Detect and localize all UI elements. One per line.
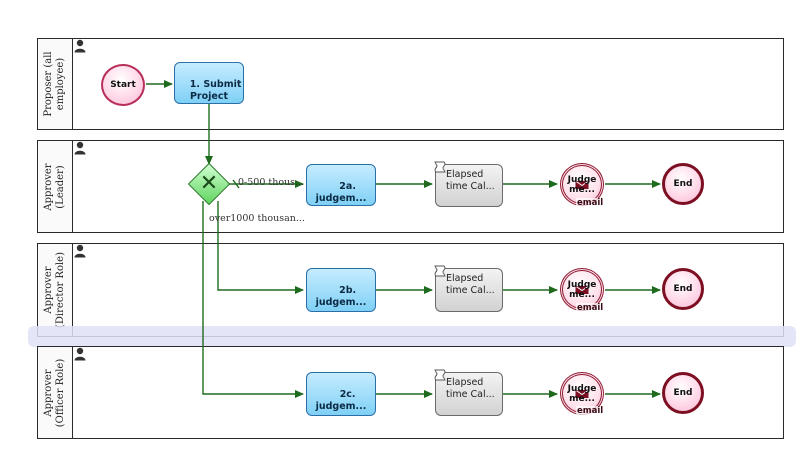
task-label: Elapsed time Cal...: [446, 169, 495, 192]
task-elapsed-time-b[interactable]: Elapsed time Cal...: [434, 265, 503, 312]
task-label: 2b. judgem...: [315, 285, 367, 308]
task-label: 2a. judgem...: [315, 181, 367, 204]
start-event-label: Start: [110, 80, 136, 90]
script-icon: [434, 265, 446, 277]
lane-label-proposer: Proposer (all employee): [43, 51, 66, 117]
end-event-label: End: [673, 388, 693, 398]
lane-header: Proposer (all employee): [38, 39, 73, 129]
lane-proposer[interactable]: Proposer (all employee): [37, 38, 784, 130]
envelope-icon: [575, 180, 589, 190]
task-judgement-2c[interactable]: 2c. judgem...: [306, 372, 376, 416]
task-label: Elapsed time Cal...: [446, 377, 495, 400]
person-icon: [74, 141, 86, 155]
flow-label-leader: 0-500 thous...: [238, 177, 305, 188]
script-icon: [434, 161, 446, 173]
task-submit-project[interactable]: 1. Submit Project: [174, 62, 244, 104]
end-event-label: End: [673, 284, 693, 294]
task-judgement-2a[interactable]: 2a. judgem...: [306, 164, 376, 206]
task-elapsed-time-a[interactable]: Elapsed time Cal...: [434, 161, 503, 207]
flow-label-over: over1000 thousan...: [209, 213, 305, 224]
email-event-label: Judge me...: [567, 174, 597, 195]
task-judgement-2b[interactable]: 2b. judgem...: [306, 268, 376, 312]
start-event[interactable]: Start: [101, 64, 145, 106]
script-icon: [434, 369, 446, 381]
task-label: 1. Submit Project: [189, 79, 242, 102]
person-icon: [74, 347, 86, 361]
end-event-b[interactable]: End: [662, 268, 704, 310]
email-tag: email: [576, 406, 605, 416]
selection-highlight: [28, 326, 796, 347]
email-tag: email: [576, 303, 605, 313]
lane-label-officer: Approver (Officer Role): [43, 358, 66, 427]
task-label: Elapsed time Cal...: [446, 273, 495, 296]
person-icon: [74, 39, 86, 53]
email-event-label: Judge me...: [567, 383, 597, 404]
lane-label-director: Approver (Director Role): [43, 252, 66, 328]
envelope-icon: [575, 285, 589, 295]
person-icon: [74, 244, 86, 258]
lane-header: Approver (Director Role): [38, 244, 73, 336]
end-event-c[interactable]: End: [662, 372, 704, 414]
lane-header: Approver (Leader): [38, 141, 73, 232]
lane-header: Approver (Officer Role): [38, 347, 73, 438]
task-elapsed-time-c[interactable]: Elapsed time Cal...: [434, 369, 503, 416]
email-event-label: Judge me...: [567, 279, 597, 300]
end-event-a[interactable]: End: [662, 163, 704, 205]
envelope-icon: [575, 389, 589, 399]
task-label: 2c. judgem...: [315, 389, 367, 412]
email-tag: email: [576, 198, 605, 208]
end-event-label: End: [673, 179, 693, 189]
exclusive-gateway-icon: ✕: [199, 171, 219, 196]
lane-label-leader: Approver (Leader): [43, 162, 66, 211]
